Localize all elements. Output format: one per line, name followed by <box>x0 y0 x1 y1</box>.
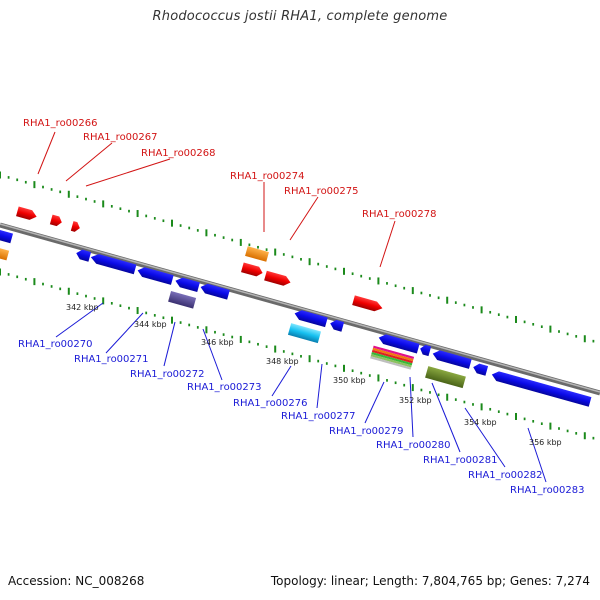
scale-label: 352 kbp <box>399 396 432 405</box>
gene-feature-ro00271[interactable] <box>136 266 174 285</box>
gene-feature-ro00281[interactable] <box>431 349 472 369</box>
gene-feature-ro00268[interactable] <box>70 221 81 233</box>
bottom-tick-track <box>0 268 595 440</box>
gene-label-ro00275[interactable]: RHA1_ro00275 <box>284 186 359 197</box>
gene-label-ro00267[interactable]: RHA1_ro00267 <box>83 132 158 143</box>
gene-label-ro00281[interactable]: RHA1_ro00281 <box>423 455 498 466</box>
scale-label: 346 kbp <box>201 338 234 347</box>
gene-label-ro00282[interactable]: RHA1_ro00282 <box>468 470 543 481</box>
gene-feature-ro00276[interactable] <box>293 309 328 328</box>
scale-label: 348 kbp <box>266 357 299 366</box>
genome-line <box>0 222 600 396</box>
scale-label: 344 kbp <box>134 320 167 329</box>
bottom-gene-labels: RHA1_ro00270 RHA1_ro00271 RHA1_ro00272 R… <box>18 339 585 496</box>
scale-label: 350 kbp <box>333 376 366 385</box>
gene-feature-ro00281-olive[interactable] <box>425 366 466 389</box>
gene-label-ro00276[interactable]: RHA1_ro00276 <box>233 398 308 409</box>
gene-feature-ro00282[interactable] <box>472 362 489 376</box>
genome-title: Rhodococcus jostii RHA1, complete genome <box>152 9 448 24</box>
top-leader-lines <box>37 131 396 268</box>
genome-summary-text: Topology: linear; Length: 7,804,765 bp; … <box>270 574 590 588</box>
gene-feature-ro00270[interactable] <box>89 252 137 275</box>
gene-label-ro00266[interactable]: RHA1_ro00266 <box>23 118 98 129</box>
gene-label-ro00273[interactable]: RHA1_ro00273 <box>187 382 262 393</box>
gene-feature-ro00283[interactable] <box>490 370 592 407</box>
top-tick-track <box>0 171 595 343</box>
gene-label-ro00268[interactable]: RHA1_ro00268 <box>141 148 216 159</box>
top-gene-labels: RHA1_ro00266 RHA1_ro00267 RHA1_ro00268 R… <box>23 118 437 220</box>
gene-feature-ro00273[interactable] <box>199 282 230 300</box>
gene-feature-edge[interactable] <box>0 229 14 244</box>
gene-feature-blue-c[interactable] <box>419 344 432 357</box>
gene-label-ro00274[interactable]: RHA1_ro00274 <box>230 171 305 182</box>
gene-feature-ro00272[interactable] <box>174 276 200 293</box>
gene-label-ro00270[interactable]: RHA1_ro00270 <box>18 339 93 350</box>
scale-labels: 342 kbp 344 kbp 346 kbp 348 kbp 350 kbp … <box>66 303 562 447</box>
gene-feature-ro00275[interactable] <box>264 270 292 288</box>
gene-label-ro00277[interactable]: RHA1_ro00277 <box>281 411 356 422</box>
accession-text: Accession: NC_008268 <box>8 574 145 588</box>
gene-label-ro00278[interactable]: RHA1_ro00278 <box>362 209 437 220</box>
gene-label-ro00280[interactable]: RHA1_ro00280 <box>376 440 451 451</box>
gene-feature-ro00277[interactable] <box>287 323 322 344</box>
gene-feature-orange-edge[interactable] <box>0 247 10 261</box>
bottom-strand-features <box>0 229 592 407</box>
gene-feature-blue-a[interactable] <box>75 248 92 262</box>
gene-label-ro00272[interactable]: RHA1_ro00272 <box>130 369 205 380</box>
scale-label: 354 kbp <box>464 418 497 427</box>
gene-label-ro00283[interactable]: RHA1_ro00283 <box>510 485 585 496</box>
gene-feature-ro00274[interactable] <box>241 262 264 277</box>
gene-feature-ro00278[interactable] <box>352 295 384 313</box>
gene-feature-orange[interactable] <box>245 246 269 262</box>
gene-label-ro00279[interactable]: RHA1_ro00279 <box>329 426 404 437</box>
gene-feature-ro00272-purple[interactable] <box>168 290 197 309</box>
gene-feature-ro00279[interactable] <box>377 333 420 354</box>
gene-feature-ro00266[interactable] <box>16 206 38 221</box>
scale-label: 342 kbp <box>66 303 99 312</box>
gene-feature-blue-b[interactable] <box>329 319 345 332</box>
top-strand-features <box>0 206 384 313</box>
scale-label: 356 kbp <box>529 438 562 447</box>
gene-feature-ro00267[interactable] <box>49 214 63 228</box>
gene-label-ro00271[interactable]: RHA1_ro00271 <box>74 354 149 365</box>
gene-feature-ro00280-stack[interactable] <box>370 345 415 370</box>
bottom-leader-lines <box>55 302 547 483</box>
